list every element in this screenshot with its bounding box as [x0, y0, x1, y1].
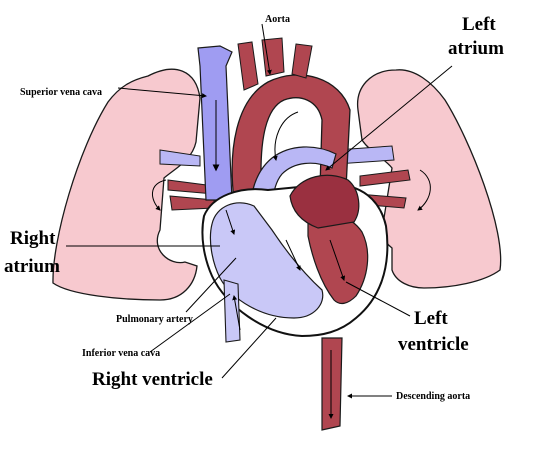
label-right-atrium-1: Right — [10, 228, 56, 249]
superior-vena-cava — [197, 45, 233, 201]
aortic-branches — [237, 37, 313, 91]
flow-arrows — [152, 111, 431, 331]
label-right-ventricle: Right ventricle — [92, 369, 213, 390]
label-pulmonary-artery: Pulmonary artery — [116, 314, 193, 325]
label-right-atrium-2: atrium — [4, 256, 60, 277]
left-lung — [357, 69, 502, 289]
label-descending-aorta: Descending aorta — [396, 391, 470, 402]
label-left-atrium-1: Left — [462, 14, 496, 35]
right-lung — [52, 68, 201, 301]
leader-lines — [66, 23, 453, 399]
label-superior-vena-cava: Superior vena cava — [20, 87, 102, 98]
aortic-arch — [231, 74, 351, 201]
label-left-atrium-2: atrium — [448, 38, 504, 59]
left-atrium-chamber — [289, 174, 360, 229]
descending-aorta — [321, 337, 343, 431]
label-aorta: Aorta — [265, 14, 290, 25]
label-left-ventricle-2: ventricle — [398, 334, 469, 355]
label-inferior-vena-cava: Inferior vena cava — [82, 348, 160, 359]
inferior-vena-cava — [223, 279, 241, 343]
label-left-ventricle-1: Left — [414, 308, 448, 329]
